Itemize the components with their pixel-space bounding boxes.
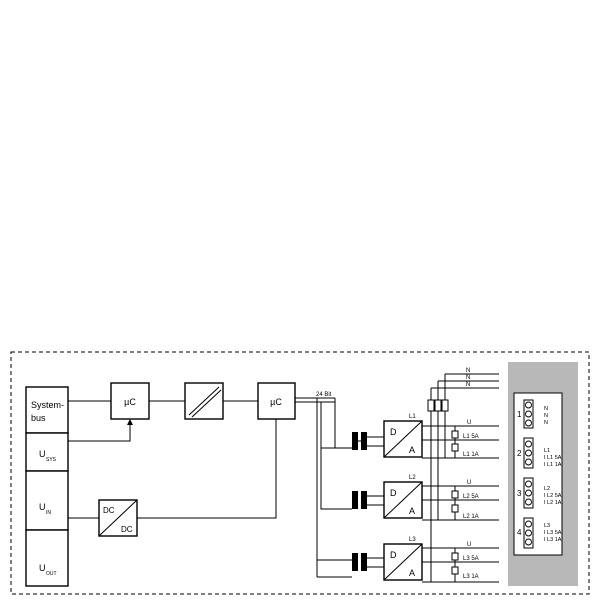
data-bus — [295, 397, 352, 578]
n-label-2: N — [466, 375, 470, 381]
isolation-transformers — [352, 432, 367, 571]
uin-subscript: IN — [46, 510, 51, 516]
terminal-1: 1 N N N — [517, 399, 548, 429]
systembus-label-line2: bus — [31, 413, 46, 423]
dcdc-output-label: DC — [121, 525, 133, 534]
terminal-3-label-2: I L2 5A — [544, 493, 562, 499]
connector-plug — [513, 392, 563, 556]
terminal-2-label-3: I L1 1A — [544, 462, 562, 468]
terminal-3-label-3: I L2 1A — [544, 500, 562, 506]
microcontroller-2-label: µC — [270, 397, 282, 407]
ch1-u-label: U — [467, 420, 471, 426]
da-converter-l1-name: L1 — [409, 414, 416, 420]
output-wiring — [422, 425, 499, 583]
terminal-4-number: 4 — [517, 528, 522, 537]
microcontroller-2: µC — [257, 382, 296, 420]
dcdc-converter: DC DC — [98, 499, 138, 537]
da-converter-l2: D A L2 — [383, 475, 423, 519]
n-label-3: N — [466, 382, 470, 388]
da-converter-l2-d: D — [390, 488, 397, 498]
terminal-3-label-1: L2 — [544, 486, 550, 492]
ch2-f1-label: L2 5A — [463, 494, 479, 500]
da-converter-l3-name: L3 — [409, 537, 416, 543]
uout-subscript: OUT — [46, 571, 57, 577]
bus-width-label: 24 Bit — [316, 392, 332, 398]
usys-block: U SYS — [25, 432, 69, 472]
terminal-3-number: 3 — [517, 489, 522, 498]
ch2-u-label: U — [467, 480, 471, 486]
usys-subscript: SYS — [46, 457, 57, 463]
da-converter-l3: D A L3 — [383, 537, 423, 581]
da-converter-l1-a: A — [409, 445, 415, 455]
uout-label: U — [39, 563, 46, 573]
terminal-1-number: 1 — [517, 410, 522, 419]
da-converter-l1-d: D — [390, 427, 397, 437]
terminal-2-number: 2 — [517, 449, 522, 458]
systembus-block: System- bus — [25, 386, 69, 434]
da-converter-l3-a: A — [409, 568, 415, 578]
da-converter-l2-a: A — [409, 506, 415, 516]
da-converter-l1: D A L1 — [383, 414, 423, 458]
n-label-1: N — [466, 368, 470, 374]
uout-block: U OUT — [25, 529, 69, 587]
uin-label: U — [39, 502, 46, 512]
ch3-f2-label: L3 1A — [463, 574, 479, 580]
terminal-4-label-1: L3 — [544, 523, 550, 529]
terminal-1-label-1: N — [544, 406, 548, 412]
microcontroller-1: µC — [110, 382, 150, 420]
isolation-block — [184, 382, 224, 420]
microcontroller-1-label: µC — [124, 397, 136, 407]
dcdc-input-label: DC — [103, 506, 115, 515]
terminal-2-label-1: L1 — [544, 448, 550, 454]
ch3-f1-label: L3 5A — [463, 556, 479, 562]
output-resistors — [451, 430, 459, 575]
da-converter-l2-name: L2 — [409, 475, 416, 481]
connector-panel: 1 N N N 2 L1 I L1 5A I L1 1A 3 L2 I L2 5… — [508, 362, 578, 586]
terminal-2-label-2: I L1 5A — [544, 455, 562, 461]
terminal-4: 4 L3 I L3 5A I L3 1A — [517, 517, 562, 549]
systembus-label-line1: System- — [31, 400, 64, 410]
terminal-3: 3 L2 I L2 5A I L2 1A — [517, 477, 562, 509]
terminal-1-label-2: N — [544, 413, 548, 419]
terminal-1-label-3: N — [544, 420, 548, 426]
da-converter-l3-d: D — [390, 550, 397, 560]
output-labels: U L1 5A L1 1A U L2 5A L2 1A U L3 5A L3 1… — [463, 420, 479, 580]
ch1-f1-label: L1 5A — [463, 434, 479, 440]
ch3-u-label: U — [467, 542, 471, 548]
usys-label: U — [39, 449, 46, 459]
neutral-lines — [427, 373, 499, 582]
ch2-f2-label: L2 1A — [463, 514, 479, 520]
transformer-links — [367, 436, 384, 568]
neutral-labels: N N N — [466, 368, 470, 388]
terminal-4-label-3: I L3 1A — [544, 537, 562, 543]
uin-block: U IN — [25, 470, 69, 531]
control-wiring — [68, 400, 277, 519]
terminal-2: 2 L1 I L1 5A I L1 1A — [517, 437, 562, 469]
terminal-4-label-2: I L3 5A — [544, 530, 562, 536]
module-outline — [10, 351, 590, 595]
ch1-f2-label: L1 1A — [463, 452, 479, 458]
